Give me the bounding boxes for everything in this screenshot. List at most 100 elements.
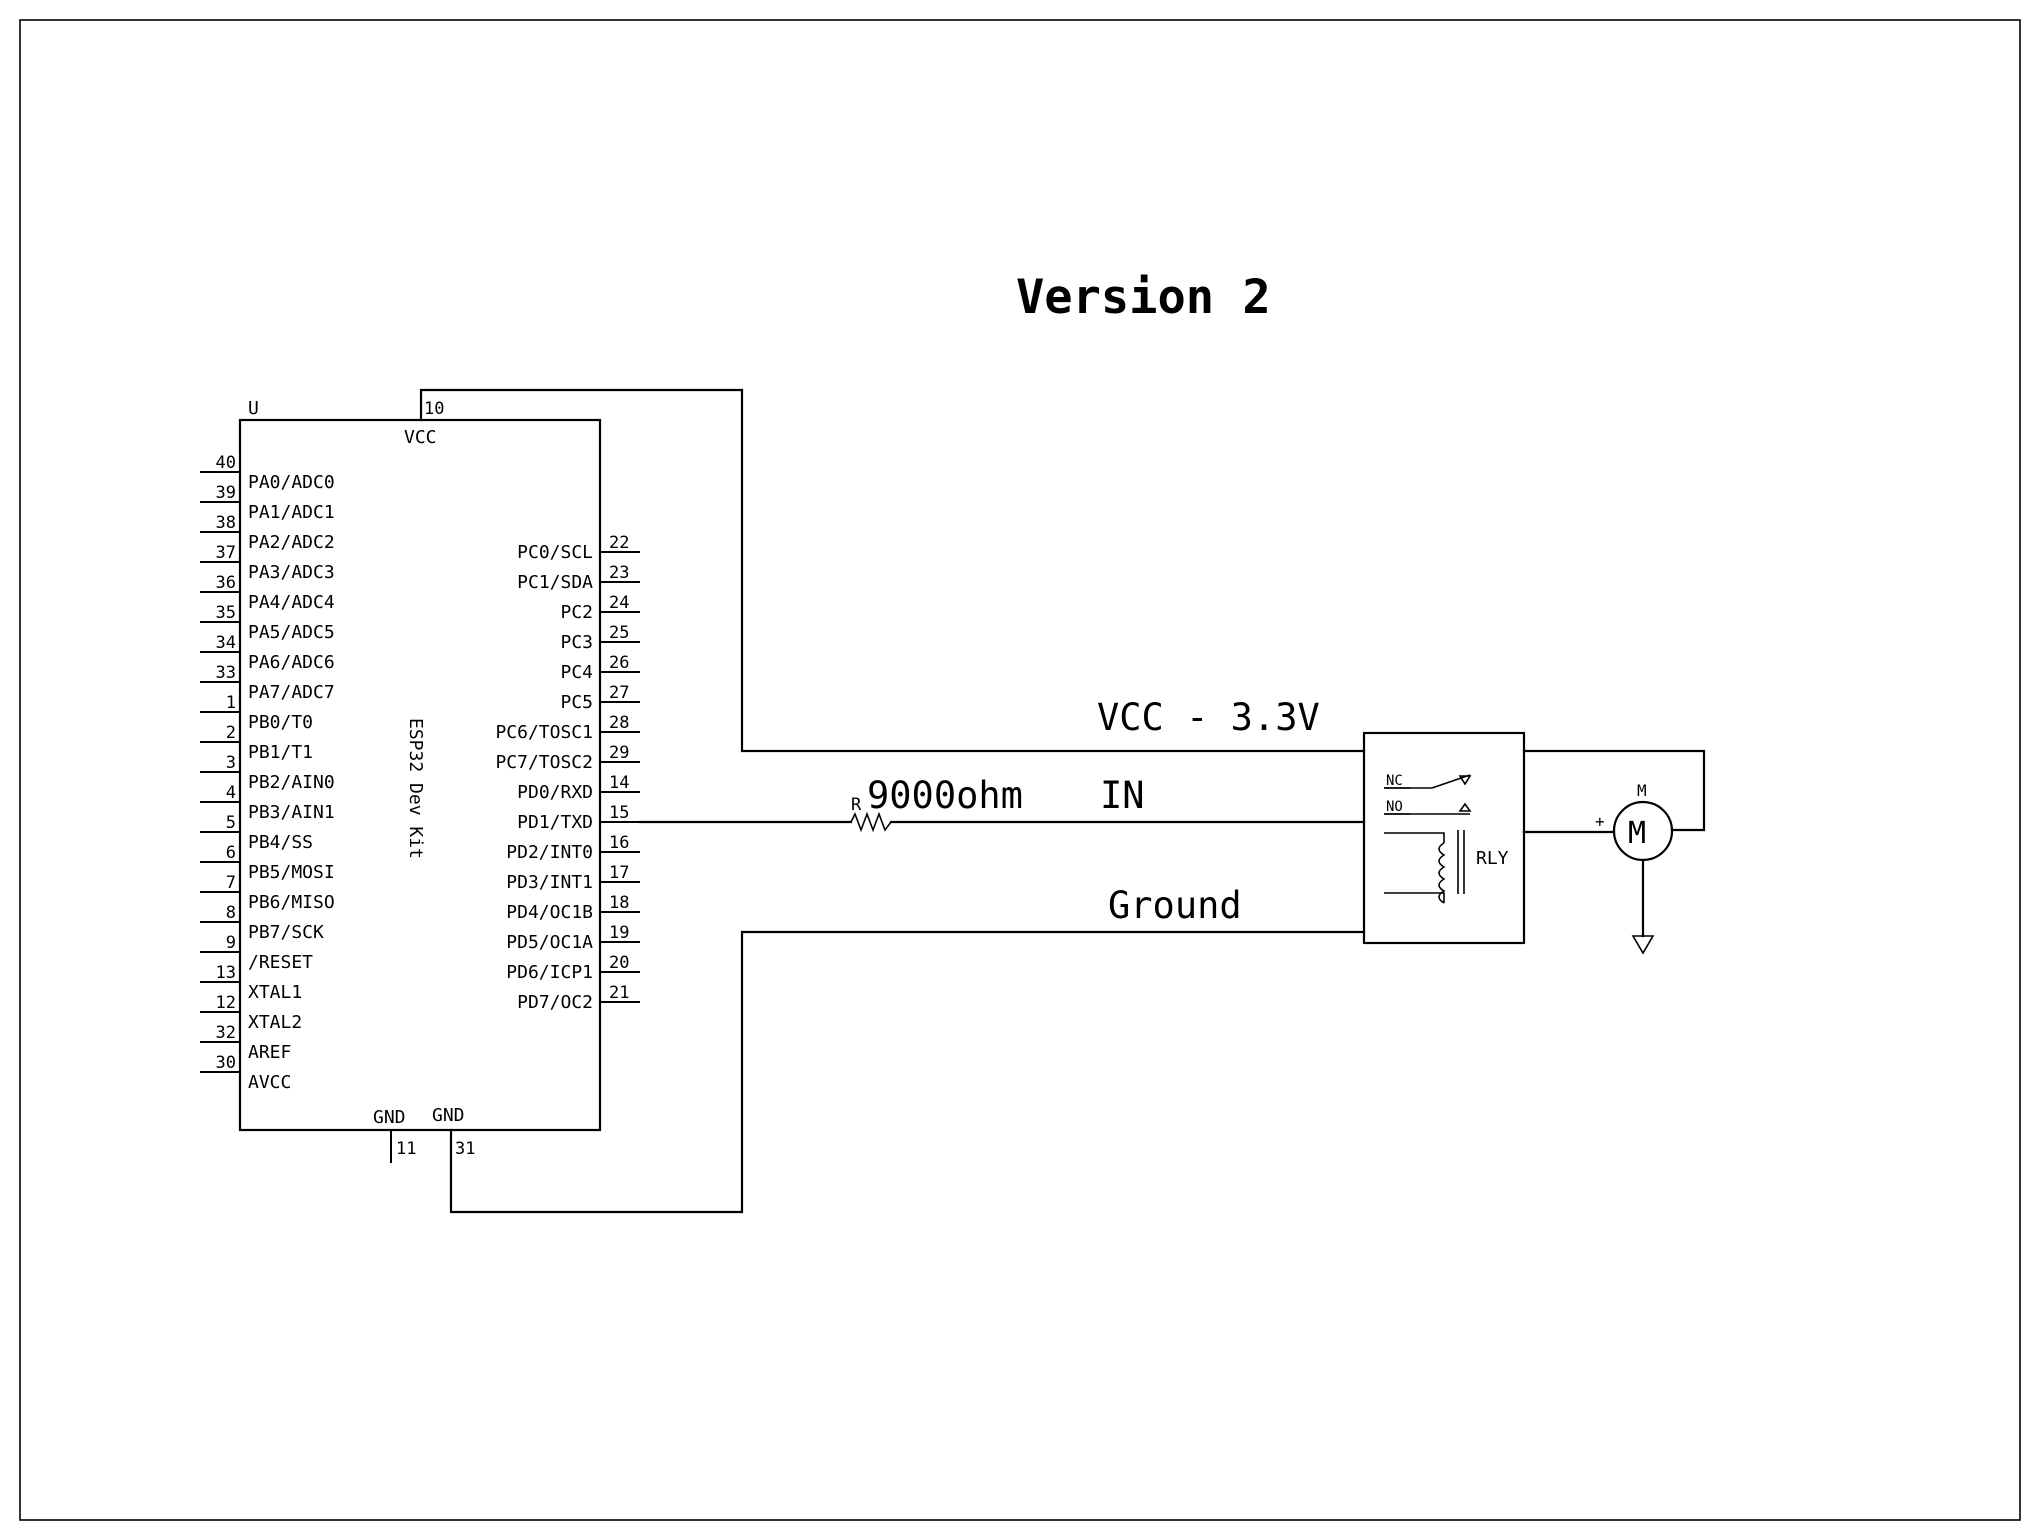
pin-name: PB1/T1 xyxy=(248,742,313,763)
pin-number: 6 xyxy=(226,843,236,863)
sheet-title: Version 2 xyxy=(1016,270,1271,325)
pin-name: PD3/INT1 xyxy=(506,872,593,893)
pin-number: 8 xyxy=(226,903,236,923)
mcu-gnd-label-1: GND xyxy=(373,1107,406,1128)
pin-number: 25 xyxy=(609,623,629,643)
pin-name: PB6/MISO xyxy=(248,892,335,913)
relay-coil-lead-top xyxy=(1384,832,1445,843)
pin-number: 19 xyxy=(609,923,629,943)
mcu-right-pin: 25 PC3 xyxy=(560,623,640,653)
relay-body xyxy=(1362,731,1526,945)
pin-name: PD0/RXD xyxy=(517,782,593,803)
pin-name: PB5/MOSI xyxy=(248,862,335,883)
pin-name: /RESET xyxy=(248,952,313,973)
relay-coil-icon xyxy=(1438,842,1446,904)
motor-symbol: M xyxy=(1628,816,1646,851)
vcc-wire xyxy=(419,388,1366,753)
pin-number: 27 xyxy=(609,683,629,703)
relay-coil-lead-bottom xyxy=(1384,892,1445,903)
in-net-label: IN xyxy=(1100,774,1145,817)
pin-name: PA5/ADC5 xyxy=(248,622,335,643)
pin-name: PD1/TXD xyxy=(517,812,593,833)
pin-number: 17 xyxy=(609,863,629,883)
pin-name: PB0/T0 xyxy=(248,712,313,733)
pin-number: 18 xyxy=(609,893,629,913)
pin-name: PB3/AIN1 xyxy=(248,802,335,823)
pin-name: PC4 xyxy=(560,662,593,683)
pin-number: 28 xyxy=(609,713,629,733)
pin-number: 29 xyxy=(609,743,629,763)
relay-no-label: NO xyxy=(1386,799,1403,815)
pin-number: 7 xyxy=(226,873,236,893)
pin-number: 12 xyxy=(216,993,236,1013)
pin-number: 21 xyxy=(609,983,629,1003)
pin-name: PB7/SCK xyxy=(248,922,324,943)
mcu-right-pin: 18 PD4/OC1B xyxy=(506,893,640,923)
pin-name: AREF xyxy=(248,1042,291,1063)
pin-number: 20 xyxy=(609,953,629,973)
mcu-vcc-label: VCC xyxy=(404,427,437,448)
pin-name: PC2 xyxy=(560,602,593,623)
ground-net-label: Ground xyxy=(1108,884,1242,927)
pin-name: PC1/SDA xyxy=(517,572,593,593)
pin-name: PD2/INT0 xyxy=(506,842,593,863)
pin-number: 3 xyxy=(226,753,236,773)
mcu-right-pin: 24 PC2 xyxy=(560,593,640,623)
pin-number: 32 xyxy=(216,1023,236,1043)
motor-ref: M xyxy=(1637,781,1647,800)
pin-number: 38 xyxy=(216,513,236,533)
pin-number: 22 xyxy=(609,533,629,553)
pin-name: PC3 xyxy=(560,632,593,653)
mcu-left-pins: 40PA0/ADC039PA1/ADC138PA2/ADC237PA3/ADC3… xyxy=(200,453,335,1093)
motor-return-wire xyxy=(1522,749,1706,832)
mcu-gnd-pin-1-number: 11 xyxy=(396,1139,416,1159)
mcu-gnd-pin-2-number: 31 xyxy=(455,1139,475,1159)
pin-number: 2 xyxy=(226,723,236,743)
pin-number: 4 xyxy=(226,783,236,803)
pin-number: 24 xyxy=(609,593,629,613)
pin-number: 34 xyxy=(216,633,236,653)
relay-no-triangle xyxy=(1458,802,1472,812)
pin-name: XTAL1 xyxy=(248,982,302,1003)
mcu-left-pin: 9/RESET xyxy=(200,933,313,973)
pin-name: PA3/ADC3 xyxy=(248,562,335,583)
pin-number: 15 xyxy=(609,803,629,823)
relay-nc-triangle xyxy=(1458,775,1472,786)
pin-number: 36 xyxy=(216,573,236,593)
mcu-vcc-pin-number: 10 xyxy=(424,399,444,419)
pin-number: 9 xyxy=(226,933,236,953)
pin-name: PA6/ADC6 xyxy=(248,652,335,673)
pin-name: PB2/AIN0 xyxy=(248,772,335,793)
pin-name: PA4/ADC4 xyxy=(248,592,335,613)
pin-number: 35 xyxy=(216,603,236,623)
pin-name: PD4/OC1B xyxy=(506,902,593,923)
pin-name: PA0/ADC0 xyxy=(248,472,335,493)
pin-name: PC5 xyxy=(560,692,593,713)
